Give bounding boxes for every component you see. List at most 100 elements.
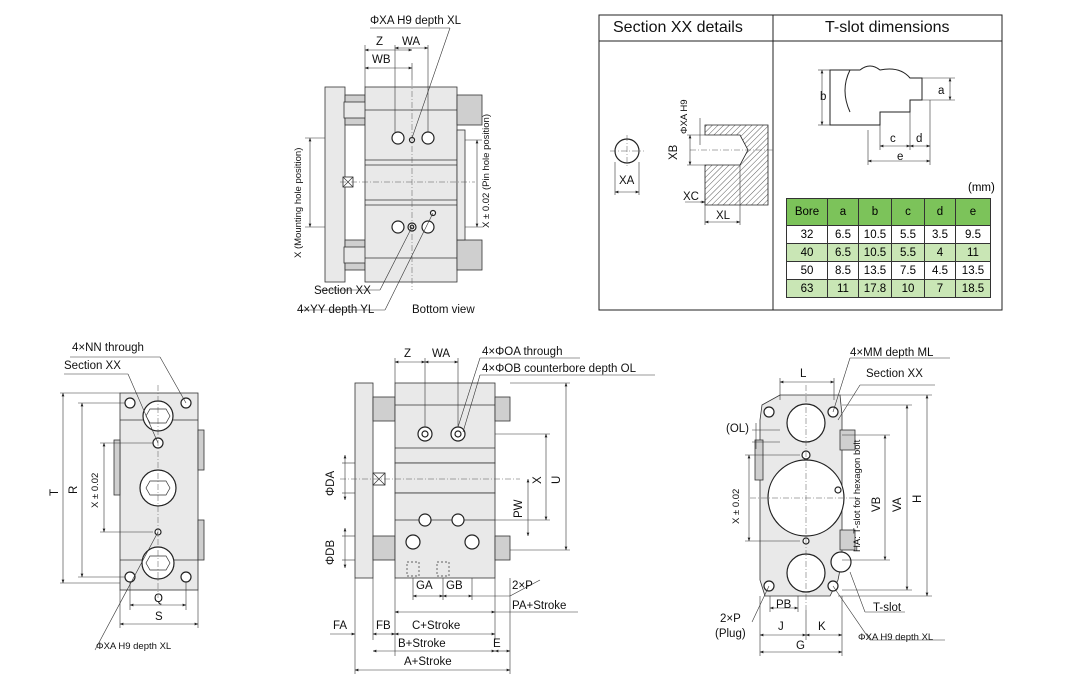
label-xa-depth: ΦXA H9 depth XL xyxy=(370,15,462,27)
label-q: Q xyxy=(154,593,163,605)
table-cell: 10.5 xyxy=(858,243,892,262)
label-pa-stroke: PA+Stroke xyxy=(512,600,567,612)
table-cell: 8.5 xyxy=(827,261,859,280)
label-ts-c: c xyxy=(890,133,896,145)
table-cell: 10 xyxy=(891,279,925,298)
table-unit: (mm) xyxy=(968,182,995,194)
table-cell: 4.5 xyxy=(924,261,956,280)
table-cell: 10.5 xyxy=(858,225,892,244)
table-cell: 13.5 xyxy=(955,261,991,280)
table-cell: 63 xyxy=(786,279,828,298)
label-p2-center: 2×P xyxy=(512,580,533,592)
table-cell: 32 xyxy=(786,225,828,244)
label-z: Z xyxy=(376,36,384,48)
table-header-cell: c xyxy=(891,198,925,226)
label-xa-h9: ΦXA H9 xyxy=(679,99,690,134)
label-x-pin: X ± 0.02 (Pin hole position) xyxy=(481,114,492,228)
label-l: L xyxy=(800,368,807,380)
label-oa-through: 4×ΦOA through xyxy=(482,346,563,358)
label-ts-d: d xyxy=(916,133,923,145)
table-header-cell: Bore xyxy=(786,198,828,226)
label-tslot: T-slot xyxy=(873,602,902,614)
label-ts-a: a xyxy=(938,85,945,97)
table-cell: 13.5 xyxy=(858,261,892,280)
label-pw: PW xyxy=(513,499,525,518)
table-cell: 7.5 xyxy=(891,261,925,280)
label-u: U xyxy=(551,475,563,484)
label-e: E xyxy=(493,638,501,650)
label-ol: (OL) xyxy=(726,423,749,435)
table-cell: 9.5 xyxy=(955,225,991,244)
label-t: T xyxy=(49,488,61,496)
label-h: H xyxy=(912,494,924,503)
label-wa-center: WA xyxy=(432,348,451,360)
label-x002-right: X ± 0.02 xyxy=(731,488,742,524)
tslot-title: T-slot dimensions xyxy=(825,19,950,36)
label-xc: XC xyxy=(683,191,699,203)
label-da: ΦDA xyxy=(325,470,337,496)
label-va: VA xyxy=(892,497,904,513)
table-cell: 6.5 xyxy=(827,225,859,244)
label-x002-left: X ± 0.02 xyxy=(90,472,101,508)
label-s: S xyxy=(155,611,163,623)
label-r: R xyxy=(68,485,80,494)
label-j: J xyxy=(778,621,784,633)
label-wa: WA xyxy=(402,36,421,48)
table-cell: 5.5 xyxy=(891,225,925,244)
table-cell: 5.5 xyxy=(891,243,925,262)
label-fb: FB xyxy=(376,620,391,632)
label-section-xx-bottom: Section XX xyxy=(314,285,371,297)
label-z-center: Z xyxy=(404,348,412,360)
table-cell: 7 xyxy=(924,279,956,298)
label-ob-cbore: 4×ΦOB counterbore depth OL xyxy=(482,363,636,375)
label-g: G xyxy=(796,640,805,652)
table-cell: 6.5 xyxy=(827,243,859,262)
table-cell: 50 xyxy=(786,261,828,280)
table-cell: 40 xyxy=(786,243,828,262)
table-cell: 11 xyxy=(827,279,859,298)
label-x-mount: X (Mounting hole position) xyxy=(293,147,304,258)
table-header-cell: d xyxy=(924,198,956,226)
table-cell: 3.5 xyxy=(924,225,956,244)
table-header-cell: e xyxy=(955,198,991,226)
label-ga: GA xyxy=(416,580,433,592)
right-view xyxy=(745,357,950,656)
bottom-view-title: Bottom view xyxy=(412,304,475,316)
bottom-view xyxy=(300,27,483,311)
table-header-cell: a xyxy=(827,198,859,226)
label-gb: GB xyxy=(446,580,463,592)
label-section-xx-right: Section XX xyxy=(866,368,923,380)
label-ts-b: b xyxy=(820,91,827,103)
label-xa: XA xyxy=(619,175,635,187)
center-view xyxy=(330,357,655,674)
table-cell: 17.8 xyxy=(858,279,892,298)
label-b-stroke: B+Stroke xyxy=(398,638,446,650)
label-xa-depth-right: ΦXA H9 depth XL xyxy=(858,632,934,643)
label-ts-e: e xyxy=(897,151,904,163)
label-nn-through: 4×NN through xyxy=(72,342,144,354)
label-db: ΦDB xyxy=(325,539,337,565)
label-x-center: X xyxy=(532,476,544,484)
label-mm-depth: 4×MM depth ML xyxy=(850,347,934,359)
section-details-title: Section XX details xyxy=(613,19,743,36)
label-fa: FA xyxy=(333,620,348,632)
label-xb: XB xyxy=(668,144,680,160)
label-a-stroke: A+Stroke xyxy=(404,656,452,668)
label-c-stroke: C+Stroke xyxy=(412,620,461,632)
table-header-cell: b xyxy=(858,198,892,226)
table-cell: 11 xyxy=(955,243,991,262)
table-cell: 4 xyxy=(924,243,956,262)
label-wb: WB xyxy=(372,54,391,66)
label-xa-depth-left: ΦXA H9 depth XL xyxy=(96,641,172,652)
label-xl: XL xyxy=(716,210,731,222)
label-k: K xyxy=(818,621,826,633)
label-plug: (Plug) xyxy=(715,628,746,640)
